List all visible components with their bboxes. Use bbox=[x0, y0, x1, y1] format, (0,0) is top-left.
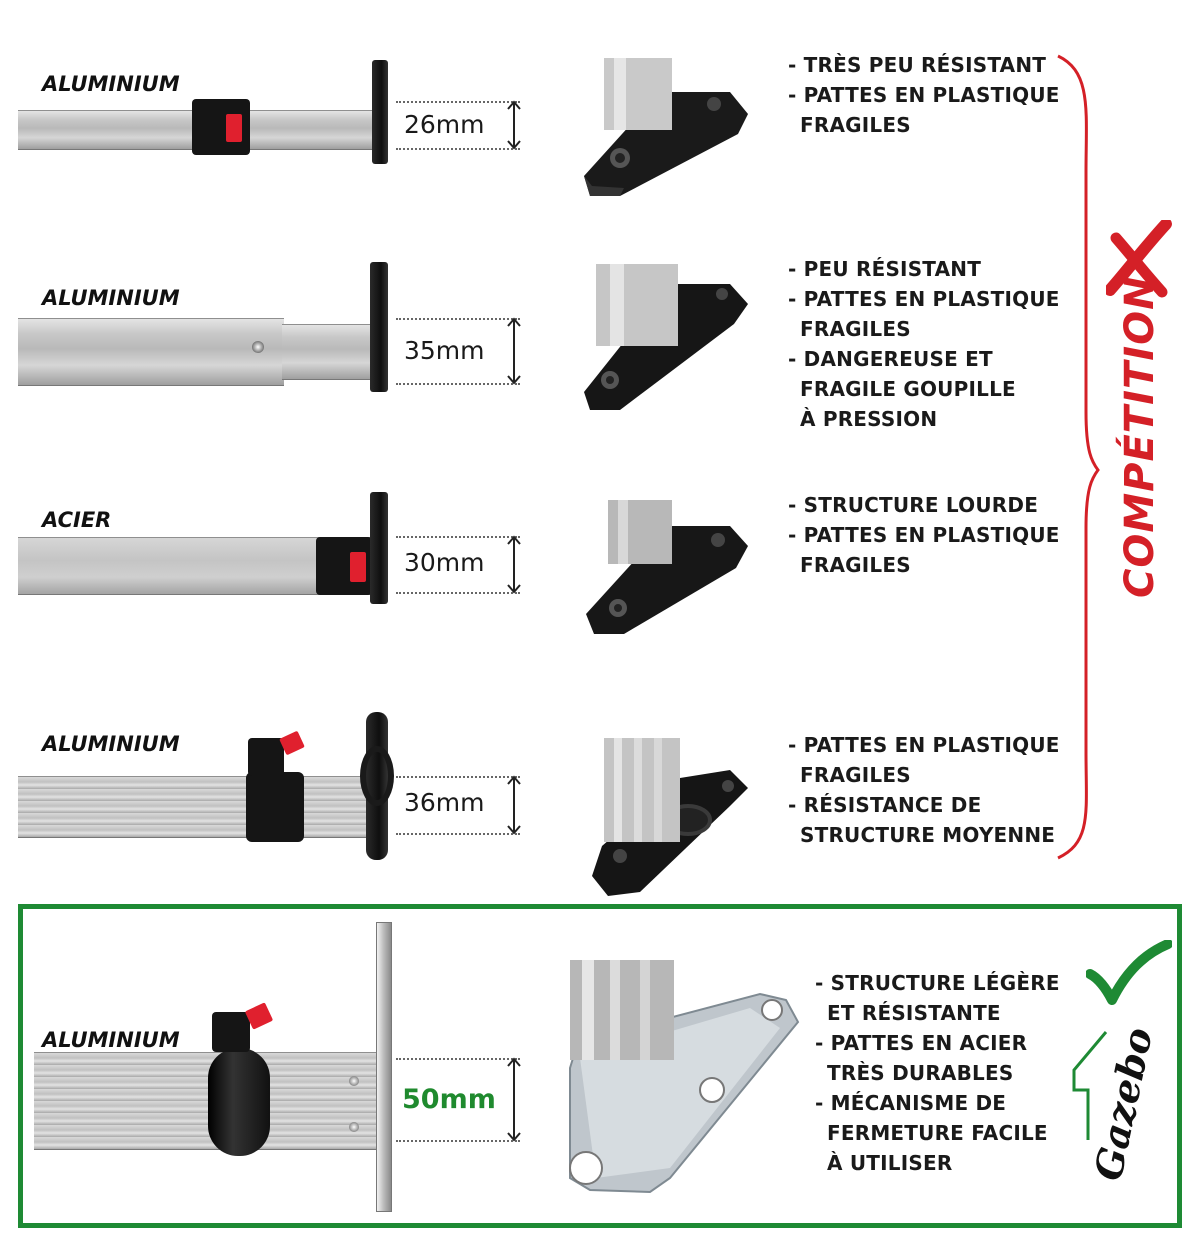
row2-feature-4: - DANGEREUSE ET bbox=[788, 347, 993, 371]
row3-dim-line-top bbox=[396, 536, 520, 538]
row4-material-label: ALUMINIUM bbox=[42, 732, 180, 756]
row4-feature-4: STRUCTURE MOYENNE bbox=[800, 823, 1056, 847]
row2-feature-5: FRAGILE GOUPILLE bbox=[800, 377, 1016, 401]
row2-tube-outer bbox=[18, 318, 284, 386]
row2-feature-list: - PEU RÉSISTANT - PATTES EN PLASTIQUE FR… bbox=[788, 254, 1060, 434]
featured-screw-1 bbox=[349, 1076, 359, 1086]
competition-label: COMPÉTITION bbox=[1117, 275, 1163, 598]
row3-feature-3: FRAGILES bbox=[800, 553, 911, 577]
row4-dim-arrow-icon bbox=[507, 775, 521, 835]
featured-feature-4: TRÈS DURABLES bbox=[827, 1061, 1014, 1085]
row3-size-label: 30mm bbox=[404, 548, 485, 577]
row3-foot-image bbox=[586, 500, 748, 634]
featured-collar bbox=[208, 1048, 270, 1156]
row4-dim-line-bottom bbox=[396, 833, 520, 835]
row2-material-label: ALUMINIUM bbox=[42, 286, 180, 310]
row3-dim-line-bottom bbox=[396, 592, 520, 594]
row3-red-button bbox=[350, 552, 366, 582]
checkmark-icon bbox=[1086, 940, 1172, 1005]
featured-feature-1: - STRUCTURE LÉGÈRE bbox=[815, 971, 1060, 995]
row1-feature-3: FRAGILES bbox=[800, 113, 911, 137]
row2-dim-arrow-icon bbox=[507, 317, 521, 385]
row4-feature-2: FRAGILES bbox=[800, 763, 911, 787]
featured-latch bbox=[212, 1012, 250, 1052]
row1-feature-1: - TRÈS PEU RÉSISTANT bbox=[788, 53, 1047, 77]
row3-feature-list: - STRUCTURE LOURDE - PATTES EN PLASTIQUE… bbox=[788, 490, 1060, 580]
featured-foot-image bbox=[569, 960, 800, 1194]
featured-product-box bbox=[18, 904, 1182, 1228]
featured-material-label: ALUMINIUM bbox=[42, 1028, 180, 1052]
featured-end-plate bbox=[376, 922, 392, 1212]
row3-end-plate bbox=[370, 492, 388, 604]
row4-size-label: 36mm bbox=[404, 788, 485, 817]
row3-dim-arrow-icon bbox=[507, 535, 521, 594]
row2-feature-6: À PRESSION bbox=[800, 407, 938, 431]
row2-feature-1: - PEU RÉSISTANT bbox=[788, 257, 982, 281]
row1-material-label: ALUMINIUM bbox=[42, 72, 180, 96]
row4-feature-list: - PATTES EN PLASTIQUE FRAGILES - RÉSISTA… bbox=[788, 730, 1060, 850]
featured-feature-5: - MÉCANISME DE bbox=[815, 1091, 1007, 1115]
row2-dim-line-bottom bbox=[396, 383, 520, 385]
row3-feature-2: - PATTES EN PLASTIQUE bbox=[788, 523, 1060, 547]
row1-end-plate bbox=[372, 60, 388, 164]
row1-foot-image bbox=[584, 58, 748, 196]
row4-collar bbox=[246, 772, 304, 842]
featured-dim-line-top bbox=[396, 1058, 520, 1060]
featured-feature-3: - PATTES EN ACIER bbox=[815, 1031, 1028, 1055]
row3-tube bbox=[18, 537, 374, 595]
row1-red-button bbox=[226, 114, 242, 142]
row4-tube bbox=[18, 776, 374, 838]
row4-feature-1: - PATTES EN PLASTIQUE bbox=[788, 733, 1060, 757]
row3-material-label: ACIER bbox=[42, 508, 112, 532]
featured-feature-2: ET RÉSISTANTE bbox=[827, 1001, 1001, 1025]
row1-dim-arrow-icon bbox=[507, 100, 521, 150]
row1-size-label: 26mm bbox=[404, 110, 485, 139]
row2-tube-inner bbox=[282, 324, 374, 380]
gazebo-logo-roof-icon bbox=[1072, 1031, 1108, 1140]
row2-feature-2: - PATTES EN PLASTIQUE bbox=[788, 287, 1060, 311]
row2-size-label: 35mm bbox=[404, 336, 485, 365]
row2-dim-line-top bbox=[396, 318, 520, 320]
row4-latch bbox=[248, 738, 284, 776]
row2-end-plate bbox=[370, 262, 388, 392]
row4-feature-3: - RÉSISTANCE DE bbox=[788, 793, 982, 817]
row2-foot-image bbox=[584, 264, 748, 410]
row4-end-ring bbox=[360, 746, 394, 806]
row3-feature-1: - STRUCTURE LOURDE bbox=[788, 493, 1039, 517]
row2-push-pin bbox=[252, 341, 264, 353]
row1-feature-2: - PATTES EN PLASTIQUE bbox=[788, 83, 1060, 107]
featured-dim-arrow-icon bbox=[507, 1057, 521, 1142]
row4-dim-line-top bbox=[396, 776, 520, 778]
row4-foot-image bbox=[592, 738, 748, 896]
row1-dim-line-top bbox=[396, 101, 520, 103]
featured-feature-7: À UTILISER bbox=[827, 1151, 953, 1175]
featured-screw-2 bbox=[349, 1122, 359, 1132]
competition-brace bbox=[1057, 54, 1100, 860]
cross-icon bbox=[1106, 220, 1172, 298]
featured-feature-list: - STRUCTURE LÉGÈRE ET RÉSISTANTE - PATTE… bbox=[815, 968, 1060, 1178]
row1-feature-list: - TRÈS PEU RÉSISTANT - PATTES EN PLASTIQ… bbox=[788, 50, 1060, 140]
featured-dim-line-bottom bbox=[396, 1140, 520, 1142]
row2-feature-3: FRAGILES bbox=[800, 317, 911, 341]
featured-size-label: 50mm bbox=[402, 1084, 496, 1115]
featured-feature-6: FERMETURE FACILE bbox=[827, 1121, 1048, 1145]
row1-dim-line-bottom bbox=[396, 148, 520, 150]
